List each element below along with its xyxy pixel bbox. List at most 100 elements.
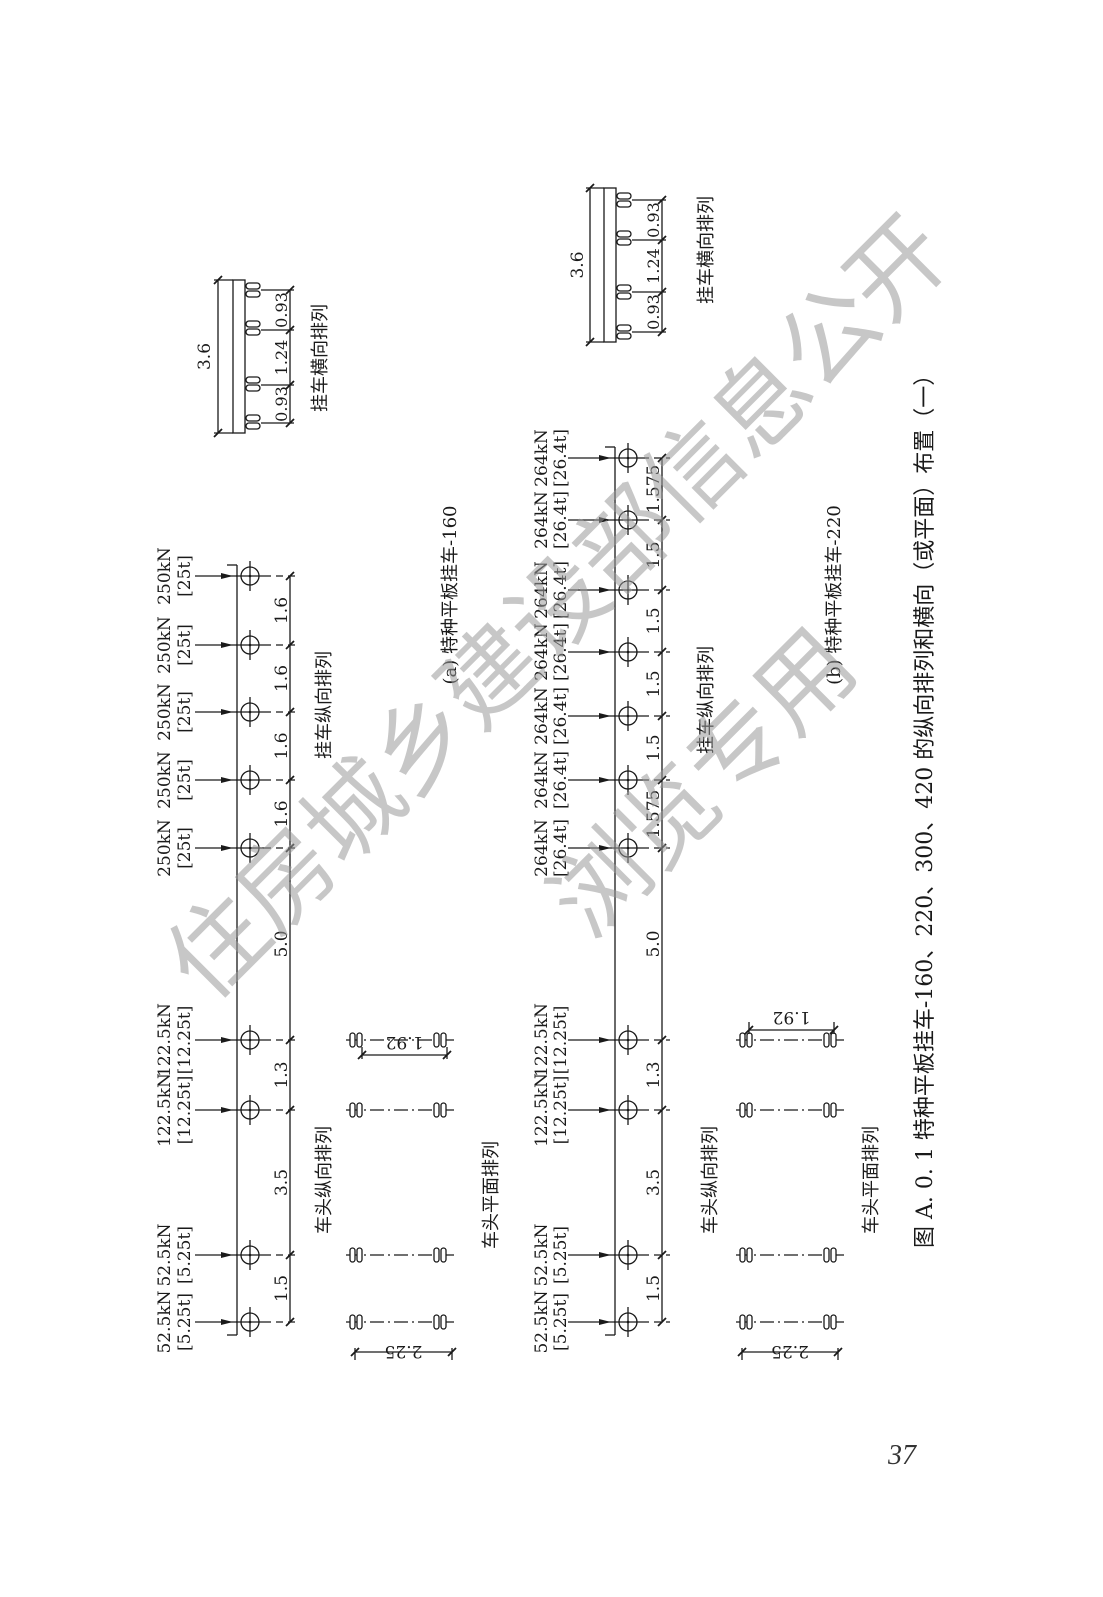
arrowhead-icon: [599, 845, 611, 851]
arrowhead-icon: [221, 1107, 233, 1113]
tire-icon: [245, 290, 261, 298]
figure-caption: 图 A. 0. 1 特种平板挂车-160、220、300、420 的纵向排列和横…: [913, 364, 938, 1248]
dimension-tick: [829, 1025, 839, 1035]
arrowhead-icon: [221, 845, 233, 851]
head-plan-label: 车头平面排列: [481, 1141, 502, 1249]
load-mass-label: [26.4t]: [551, 687, 571, 745]
load-force-label: 250kN: [155, 616, 175, 674]
trailer-longitudinal-label: 挂车纵向排列: [696, 646, 717, 754]
arrowhead-icon: [221, 573, 233, 579]
tire-icon: [440, 1102, 447, 1118]
tire-icon: [433, 1032, 440, 1048]
arrowhead-icon: [599, 517, 611, 523]
arrowhead-icon: [599, 455, 611, 461]
tire-icon: [830, 1032, 837, 1048]
load-mass-label: [26.4t]: [551, 429, 571, 487]
load-force-label: 264kN: [532, 687, 552, 745]
tire-icon: [616, 238, 632, 246]
spacing-label: 1.5: [644, 734, 664, 761]
load-force-label: 122.5kN: [155, 1003, 175, 1077]
spacing-label: 1.5: [644, 541, 664, 568]
load-mass-label: [26.4t]: [551, 623, 571, 681]
dimension-tick: [357, 1050, 367, 1060]
tire-icon: [440, 1032, 447, 1048]
load-mass-label: [12.25t]: [551, 1006, 571, 1075]
tire-icon: [616, 284, 632, 292]
load-force-label: 250kN: [155, 819, 175, 877]
load-force-label: 264kN: [532, 751, 552, 809]
arrowhead-icon: [599, 587, 611, 593]
load-force-label: 52.5kN: [155, 1223, 175, 1286]
tire-icon: [739, 1314, 746, 1330]
tire-icon: [823, 1032, 830, 1048]
tire-icon: [616, 332, 632, 340]
load-mass-label: [26.4t]: [551, 491, 571, 549]
arrowhead-icon: [599, 713, 611, 719]
load-mass-label: [25t]: [175, 555, 195, 597]
tire-icon: [830, 1314, 837, 1330]
diagram-geometry: [195, 183, 844, 1360]
load-force-label: 250kN: [155, 547, 175, 605]
load-mass-label: [5.25t]: [175, 1226, 195, 1284]
arrowhead-icon: [221, 1037, 233, 1043]
tire-icon: [616, 192, 632, 200]
arrowhead-icon: [221, 777, 233, 783]
load-force-label: 122.5kN: [532, 1073, 552, 1147]
track-width-label: 2.25: [385, 1341, 423, 1361]
arrowhead-icon: [221, 642, 233, 648]
trailer-transverse-label: 挂车横向排列: [696, 196, 717, 304]
transverse-spacing-label: 0.93: [644, 202, 663, 238]
tire-icon: [830, 1102, 837, 1118]
spacing-label: 1.6: [272, 800, 292, 827]
transverse-spacing-label: 1.24: [272, 340, 291, 376]
gap-label: 5.0: [272, 930, 292, 957]
transverse-spacing-label: 0.93: [272, 386, 291, 422]
load-force-label: 122.5kN: [532, 1003, 552, 1077]
spacing-label: 1.575: [644, 790, 664, 839]
spacing-label: 1.5: [644, 670, 664, 697]
dimension-tick: [833, 1347, 843, 1357]
tire-icon: [746, 1032, 753, 1048]
load-mass-label: [5.25t]: [551, 1226, 571, 1284]
spacing-label: 1.6: [272, 597, 292, 624]
load-force-label: 264kN: [532, 429, 552, 487]
arrowhead-icon: [599, 1319, 611, 1325]
tire-icon: [739, 1102, 746, 1118]
arrowhead-icon: [599, 649, 611, 655]
tire-icon: [746, 1102, 753, 1118]
tire-icon: [356, 1314, 363, 1330]
spacing-label: 1.575: [644, 465, 664, 514]
arrowhead-icon: [599, 1037, 611, 1043]
load-force-label: 250kN: [155, 683, 175, 741]
load-force-label: 264kN: [532, 623, 552, 681]
trailer-longitudinal-label: 挂车纵向排列: [314, 651, 335, 759]
panel-title: (a) 特种平板挂车-160: [440, 506, 461, 685]
load-force-label: 52.5kN: [532, 1290, 552, 1353]
tire-icon: [823, 1102, 830, 1118]
tire-icon: [245, 384, 261, 392]
track-width-label: 1.92: [773, 1007, 811, 1027]
tire-icon: [245, 320, 261, 328]
load-force-label: 52.5kN: [155, 1290, 175, 1353]
tire-icon: [823, 1247, 830, 1263]
dimension-tick: [447, 1347, 457, 1357]
load-mass-label: [12.25t]: [551, 1076, 571, 1145]
platform-section: [603, 187, 617, 343]
load-mass-label: [25t]: [175, 827, 195, 869]
tire-icon: [616, 200, 632, 208]
tire-icon: [746, 1314, 753, 1330]
tire-icon: [616, 324, 632, 332]
transverse-spacing-label: 1.24: [644, 248, 663, 284]
tire-icon: [356, 1032, 363, 1048]
load-mass-label: [26.4t]: [551, 819, 571, 877]
load-force-label: 264kN: [532, 491, 552, 549]
load-mass-label: [12.25t]: [175, 1076, 195, 1145]
arrowhead-icon: [599, 1107, 611, 1113]
tire-icon: [245, 422, 261, 430]
spacing-label: 1.5: [272, 1275, 292, 1302]
spacing-label: 1.5: [644, 1275, 664, 1302]
dimension-tick: [442, 1050, 452, 1060]
tire-icon: [739, 1247, 746, 1263]
dimension-tick: [350, 1347, 360, 1357]
